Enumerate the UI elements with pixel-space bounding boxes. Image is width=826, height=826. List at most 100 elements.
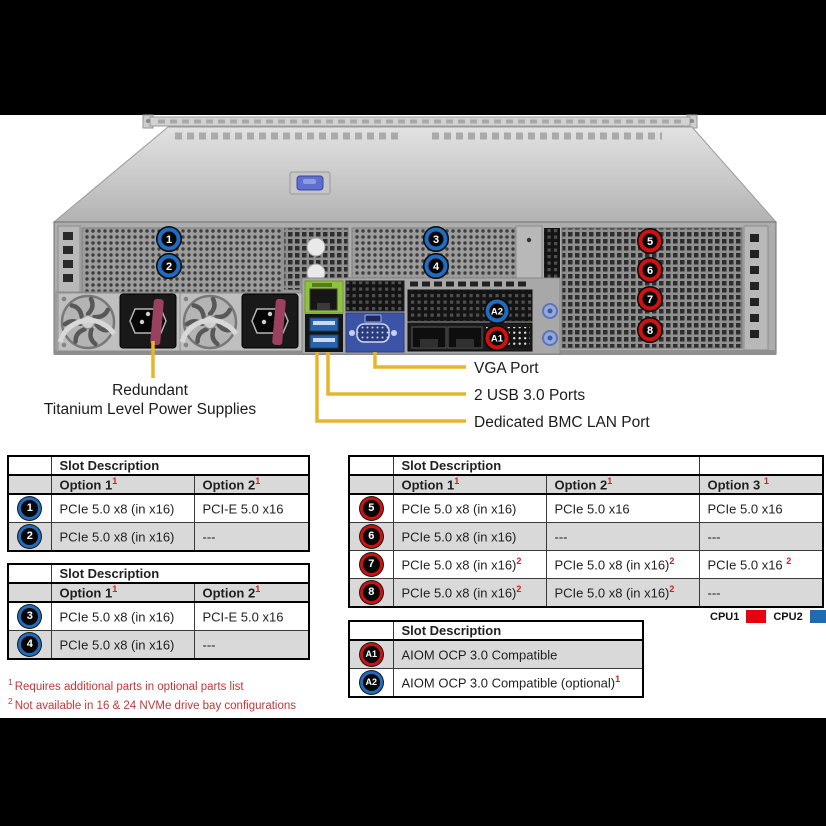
cell: AIOM OCP 3.0 Compatible (optional)1 [392, 668, 644, 698]
ocp-slot-a1 [407, 322, 533, 352]
slot-2-badge: 2 [166, 261, 172, 273]
cell: --- [698, 522, 824, 551]
cell: PCI-E 5.0 x16 [193, 601, 310, 631]
slot-3-badge: 3 [433, 234, 439, 246]
cell: AIOM OCP 3.0 Compatible [392, 639, 644, 669]
column-option-3: Option 3 1 [698, 474, 824, 495]
table-row: 8 PCIe 5.0 x8 (in x16)2 PCIe 5.0 x8 (in … [348, 578, 824, 608]
psu-2-handle [179, 317, 239, 343]
cell: --- [193, 630, 310, 660]
cpu-legend: CPU1 CPU2 [710, 610, 826, 623]
bmc-lan-port [304, 280, 344, 314]
table-row: 1 PCIe 5.0 x8 (in x16) PCI-E 5.0 x16 [7, 493, 310, 523]
table-row: A2 AIOM OCP 3.0 Compatible (optional)1 [348, 668, 644, 698]
table-header-row: Slot Description [348, 620, 644, 641]
slot-6-badge: 6 [647, 265, 653, 277]
cell: PCIe 5.0 x8 (in x16) [392, 522, 547, 551]
table-row: 3 PCIe 5.0 x8 (in x16) PCI-E 5.0 x16 [7, 601, 310, 631]
slot-table-3-4: Slot Description Option 11 Option 21 3 P… [7, 563, 310, 660]
cpu1-color-swatch [746, 610, 767, 623]
slot-table-1-2: Slot Description Option 11 Option 21 1 P… [7, 455, 310, 552]
cell: PCIe 5.0 x8 (in x16) [50, 630, 195, 660]
slot-7-badge: 7 [647, 294, 653, 306]
vga-callout-label: VGA Port [474, 360, 539, 377]
table-row: 7 PCIe 5.0 x8 (in x16)2 PCIe 5.0 x8 (in … [348, 550, 824, 579]
table-subheader-row: Option 11 Option 21 [7, 582, 310, 603]
cell: PCIe 5.0 x8 (in x16)2 [392, 550, 547, 579]
small-vent-column [544, 228, 560, 292]
psu-1 [57, 292, 181, 352]
top-black-bar [0, 0, 826, 115]
cell: PCIe 5.0 x8 (in x16) [50, 493, 195, 523]
server-rear-illustration: 1 2 3 4 5 6 7 8 A2 A1 [52, 114, 778, 423]
callout-lines [151, 341, 466, 423]
cell: PCI-E 5.0 x16 [193, 493, 310, 523]
slot-badge: 8 [359, 581, 383, 604]
slot-badge: 1 [18, 497, 42, 520]
column-option-1: Option 11 [50, 474, 195, 495]
cell: --- [698, 578, 824, 608]
slot-badge: 7 [359, 553, 383, 576]
table-row: 4 PCIe 5.0 x8 (in x16) --- [7, 630, 310, 660]
column-option-1: Option 11 [392, 474, 547, 495]
ocp-slot-a2 [407, 281, 533, 322]
column-option-1: Option 11 [50, 582, 195, 603]
aiom-table: Slot Description A1 AIOM OCP 3.0 Compati… [348, 620, 644, 698]
cpu2-label: CPU2 [773, 610, 803, 623]
left-bracket [57, 225, 81, 293]
table-subheader-row: Option 11 Option 21 [7, 474, 310, 495]
table-title: Slot Description [392, 455, 700, 476]
pcie-grille-slots-1-2 [81, 227, 283, 293]
slot-badge: 5 [359, 497, 383, 520]
psu-1-handle [57, 317, 117, 343]
table-row: 5 PCIe 5.0 x8 (in x16) PCIe 5.0 x16 PCIe… [348, 493, 824, 523]
psu-2 [179, 292, 303, 352]
table-title: Slot Description [50, 455, 310, 476]
slot-badge: 6 [359, 525, 383, 548]
cell: PCIe 5.0 x16 [698, 493, 824, 523]
table-header-row: Slot Description [7, 563, 310, 584]
bmc-callout-label: Dedicated BMC LAN Port [474, 414, 650, 431]
table-row: 2 PCIe 5.0 x8 (in x16) --- [7, 522, 310, 552]
table-header-row: Slot Description [7, 455, 310, 476]
cell: --- [545, 522, 700, 551]
cell: PCIe 5.0 x8 (in x16)2 [392, 578, 547, 608]
usb-3-ports [305, 314, 343, 352]
table-row: 6 PCIe 5.0 x8 (in x16) --- --- [348, 522, 824, 551]
slot-badge: A2 [359, 671, 383, 694]
table-title: Slot Description [50, 563, 310, 584]
cell: --- [193, 522, 310, 552]
vga-port [345, 312, 405, 353]
usb-callout-label: 2 USB 3.0 Ports [474, 387, 586, 404]
table-title: Slot Description [392, 620, 644, 641]
slot-badge: 3 [18, 605, 42, 628]
chassis-lid [52, 126, 778, 223]
psu-1-power-inlet [119, 293, 177, 349]
monitor-icon [364, 314, 382, 323]
column-option-2: Option 21 [545, 474, 700, 495]
slot-badge: A1 [359, 643, 383, 666]
column-option-2: Option 21 [193, 582, 310, 603]
cpu2-color-swatch [809, 610, 826, 623]
cell: PCIe 5.0 x8 (in x16) [392, 493, 547, 523]
callout-line-usb [326, 352, 466, 396]
psu-1-pull-tab [150, 298, 164, 346]
rack-mount-bar [142, 114, 698, 129]
bottom-black-bar [0, 718, 826, 826]
lid-latch [289, 171, 331, 195]
cpu1-label: CPU1 [710, 610, 740, 623]
slot-badge: 2 [18, 525, 42, 548]
cell: PCIe 5.0 x8 (in x16) [50, 601, 195, 631]
slot-4-badge: 4 [433, 261, 440, 273]
slot-5-badge: 5 [647, 236, 653, 248]
slot-1-badge: 1 [166, 234, 172, 246]
cell: PCIe 5.0 x8 (in x16)2 [545, 578, 700, 608]
slot-8-badge: 8 [647, 325, 653, 337]
cell: PCIe 5.0 x16 2 [698, 550, 824, 579]
column-option-2: Option 21 [193, 474, 310, 495]
callout-line-bmc [315, 352, 466, 423]
psu-2-power-inlet [241, 293, 299, 349]
cell: PCIe 5.0 x8 (in x16) [50, 522, 195, 552]
